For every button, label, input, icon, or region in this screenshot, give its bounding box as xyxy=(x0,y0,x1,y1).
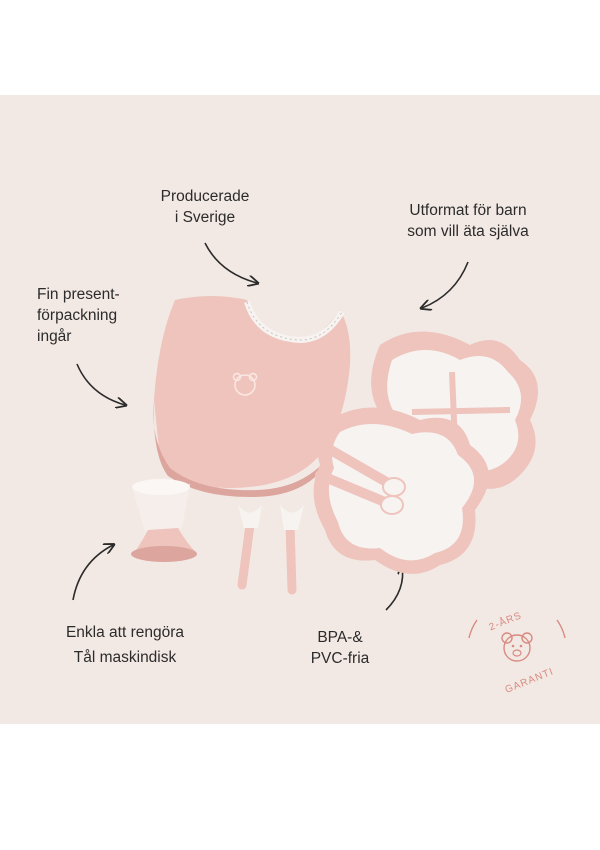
callout-made-in-line1: Producerade xyxy=(160,188,250,205)
callout-made-in-line2: i Sverige xyxy=(174,209,236,226)
forks xyxy=(237,505,304,595)
badge-top-text: 2-ÅRS xyxy=(487,608,524,633)
divided-plate-front xyxy=(313,407,489,574)
callout-gift-pack: Fin present- förpackning ingår xyxy=(37,284,120,347)
bib xyxy=(153,296,351,498)
teddy-bear-icon xyxy=(501,632,533,662)
arrow-gift-pack xyxy=(76,363,125,405)
teddy-bear-icon xyxy=(232,372,258,396)
badge-bottom-text: GARANTI xyxy=(504,666,556,695)
arrow-designed-for xyxy=(422,261,469,308)
guarantee-badge: 2-ÅRS GARANTI xyxy=(468,608,566,696)
callout-bpa-free-line1: BPA-& xyxy=(317,629,363,646)
callout-easy-clean: Enkla att rengöra Tål maskindisk xyxy=(40,620,210,670)
callout-designed-for: Utformat för barn som vill äta själva xyxy=(378,200,558,242)
callout-designed-for-line2: som vill äta själva xyxy=(407,223,529,240)
callout-gift-pack-line1: Fin present- xyxy=(37,286,120,303)
callout-bpa-free-line2: PVC-fria xyxy=(310,650,370,667)
callout-easy-clean-line2: Tål maskindisk xyxy=(73,649,177,666)
arrow-easy-clean xyxy=(72,545,113,601)
cup xyxy=(131,479,197,562)
callout-gift-pack-line3: ingår xyxy=(37,328,72,345)
callout-bpa-free: BPA-& PVC-fria xyxy=(300,627,380,669)
callout-easy-clean-line1: Enkla att rengöra xyxy=(65,624,185,641)
callout-made-in: Producerade i Sverige xyxy=(145,186,265,228)
arrow-made-in xyxy=(204,242,257,283)
callout-gift-pack-line2: förpackning xyxy=(37,307,118,324)
callout-designed-for-line1: Utformat för barn xyxy=(409,202,527,219)
